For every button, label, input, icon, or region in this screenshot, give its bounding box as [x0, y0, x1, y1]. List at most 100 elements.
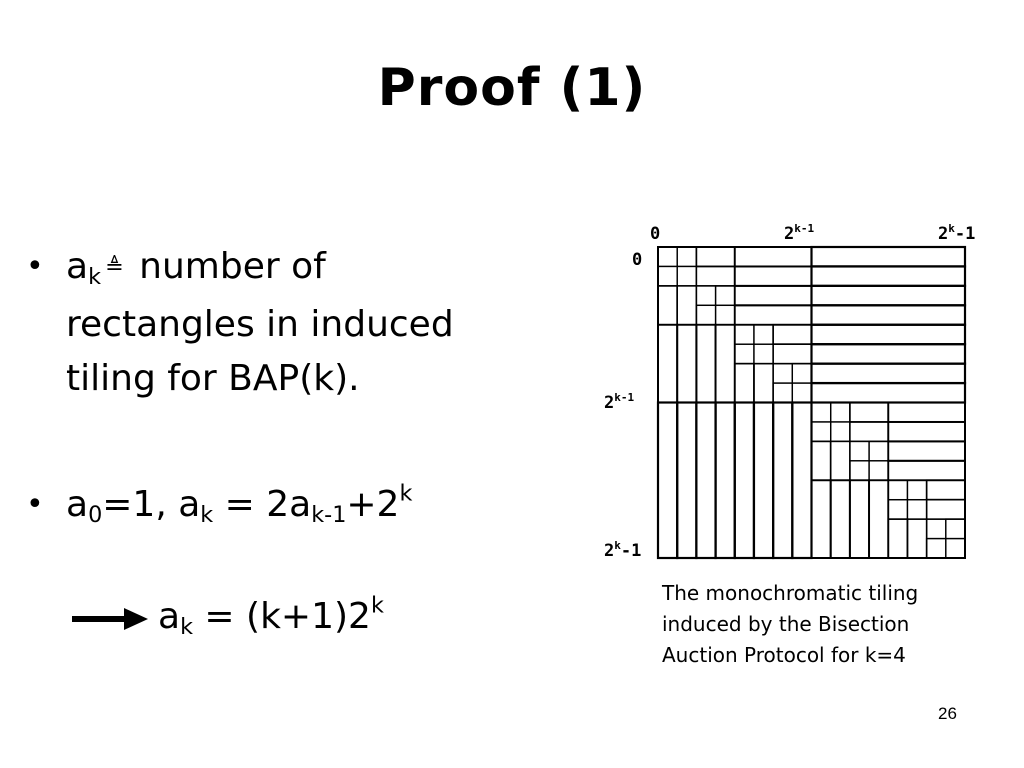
tiling-rectangle — [695, 323, 717, 404]
left-label-end: 2k-1 — [604, 539, 641, 561]
top-label-zero: 0 — [650, 224, 660, 244]
tiling-rectangle — [868, 479, 890, 559]
tiling-rectangle — [830, 421, 851, 442]
tiling-rectangle — [925, 537, 947, 559]
tiling-rectangle — [810, 284, 967, 307]
tiling-rectangle — [733, 304, 813, 326]
tiling-rectangle — [734, 324, 755, 345]
bullet-marker: • — [26, 249, 44, 284]
tiling-rectangle — [810, 381, 967, 404]
tiling-rectangle — [714, 323, 736, 404]
implies-arrow-icon — [72, 608, 148, 630]
tiling-rectangle — [906, 479, 928, 501]
tiling-rectangle — [733, 362, 755, 404]
tiling-rectangle — [753, 343, 774, 365]
tiling-rectangle — [849, 440, 870, 462]
recurrence-formula: a0=1, ak = 2ak-1+2k — [66, 480, 413, 529]
tiling-rectangle — [906, 518, 928, 559]
top-label-end: 2k-1 — [938, 222, 975, 244]
definition-line-3: tiling for BAP(k). — [66, 358, 360, 399]
tiling-rectangle — [849, 460, 870, 481]
tiling-rectangle — [753, 362, 774, 404]
definition-symbol: ≜ — [104, 254, 124, 280]
tiling-grid — [656, 245, 967, 560]
tiling-rectangle — [791, 401, 813, 560]
definition-line-2: rectangles in induced — [66, 304, 454, 345]
definition-text: ak≜ number of rectangles in induced tili… — [66, 240, 454, 406]
caption-line-3: Auction Protocol for k=4 — [662, 643, 906, 667]
tiling-rectangle — [676, 285, 698, 326]
tiling-rectangle — [791, 362, 813, 384]
tiling-rectangle — [868, 460, 889, 481]
tiling-rectangle — [829, 401, 851, 423]
tiling-rectangle — [887, 518, 909, 559]
tiling-rectangle — [752, 401, 775, 560]
tiling-rectangle — [887, 479, 909, 501]
bullet-definition: • ak≜ number of rectangles in induced ti… — [26, 240, 546, 410]
tiling-rectangle — [810, 479, 832, 559]
tiling-rectangle — [887, 440, 966, 462]
tiling-rectangle — [657, 285, 678, 326]
tiling-rectangle — [887, 459, 966, 482]
tiling-rectangle — [733, 401, 756, 560]
tiling-rectangle — [906, 499, 928, 520]
tiling-rectangle — [714, 285, 736, 307]
tiling-rectangle — [810, 343, 967, 365]
tiling-rectangle — [676, 246, 698, 268]
result-formula: ak = (k+1)2k — [158, 592, 384, 641]
tiling-rectangle — [791, 382, 813, 404]
tiling-rectangle — [676, 323, 698, 404]
tiling-rectangle — [733, 284, 813, 307]
tiling-rectangle — [810, 323, 967, 346]
left-label-mid: 2k-1 — [604, 391, 634, 413]
tiling-rectangle — [848, 479, 871, 559]
left-label-zero: 0 — [632, 250, 642, 270]
tiling-rectangle — [772, 323, 813, 345]
tiling-rectangle — [714, 304, 736, 326]
top-label-mid: 2k-1 — [784, 222, 814, 244]
tiling-rectangle — [887, 401, 966, 423]
tiling-rectangle — [695, 285, 717, 306]
tiling-rectangle — [695, 304, 717, 326]
page-number: 26 — [938, 704, 957, 723]
caption-line-1: The monochromatic tiling — [662, 581, 919, 605]
tiling-rectangle — [676, 401, 698, 560]
tiling-rectangle — [849, 421, 890, 443]
tiling-rectangle — [657, 246, 678, 268]
tiling-rectangle — [657, 323, 679, 404]
tiling-rectangle — [829, 440, 851, 482]
caption-line-2: induced by the Bisection — [662, 612, 910, 636]
tiling-rectangle — [753, 324, 774, 345]
tiling-rectangle — [714, 401, 736, 560]
tiling-rectangle — [734, 343, 755, 365]
tiling-rectangle — [945, 537, 966, 559]
tiling-rectangle — [926, 518, 947, 540]
slide-title: Proof (1) — [377, 58, 647, 118]
tiling-rectangle — [676, 265, 697, 287]
tiling-rectangle — [810, 421, 832, 443]
tiling-rectangle — [925, 479, 966, 501]
tiling-rectangle — [810, 245, 967, 268]
tiling-rectangle — [868, 440, 889, 462]
tiling-border — [657, 246, 966, 559]
tiling-rectangle — [733, 265, 813, 287]
tiling-rectangle — [772, 363, 793, 384]
tiling-rectangle — [810, 304, 967, 326]
tiling-rectangle — [849, 401, 890, 423]
tiling-rectangle — [810, 362, 967, 385]
tiling-rectangle — [887, 420, 966, 443]
bullet-marker: • — [26, 487, 44, 522]
tiling-rectangle — [945, 518, 966, 540]
definition-line-1: ak≜ number of — [66, 246, 326, 291]
tiling-rectangle — [733, 246, 813, 268]
tiling-rectangle — [656, 401, 679, 560]
tiling-rectangle — [695, 246, 736, 268]
tiling-rectangle — [772, 382, 794, 404]
tiling-rectangle — [695, 401, 717, 560]
tiling-rectangle — [772, 343, 813, 365]
tiling-rectangle — [925, 498, 966, 520]
bullet-recurrence: • a0=1, ak = 2ak-1+2k — [26, 478, 546, 538]
tiling-rectangle — [887, 498, 909, 520]
tiling-rectangle — [695, 265, 736, 287]
tiling-rectangle — [657, 265, 678, 287]
